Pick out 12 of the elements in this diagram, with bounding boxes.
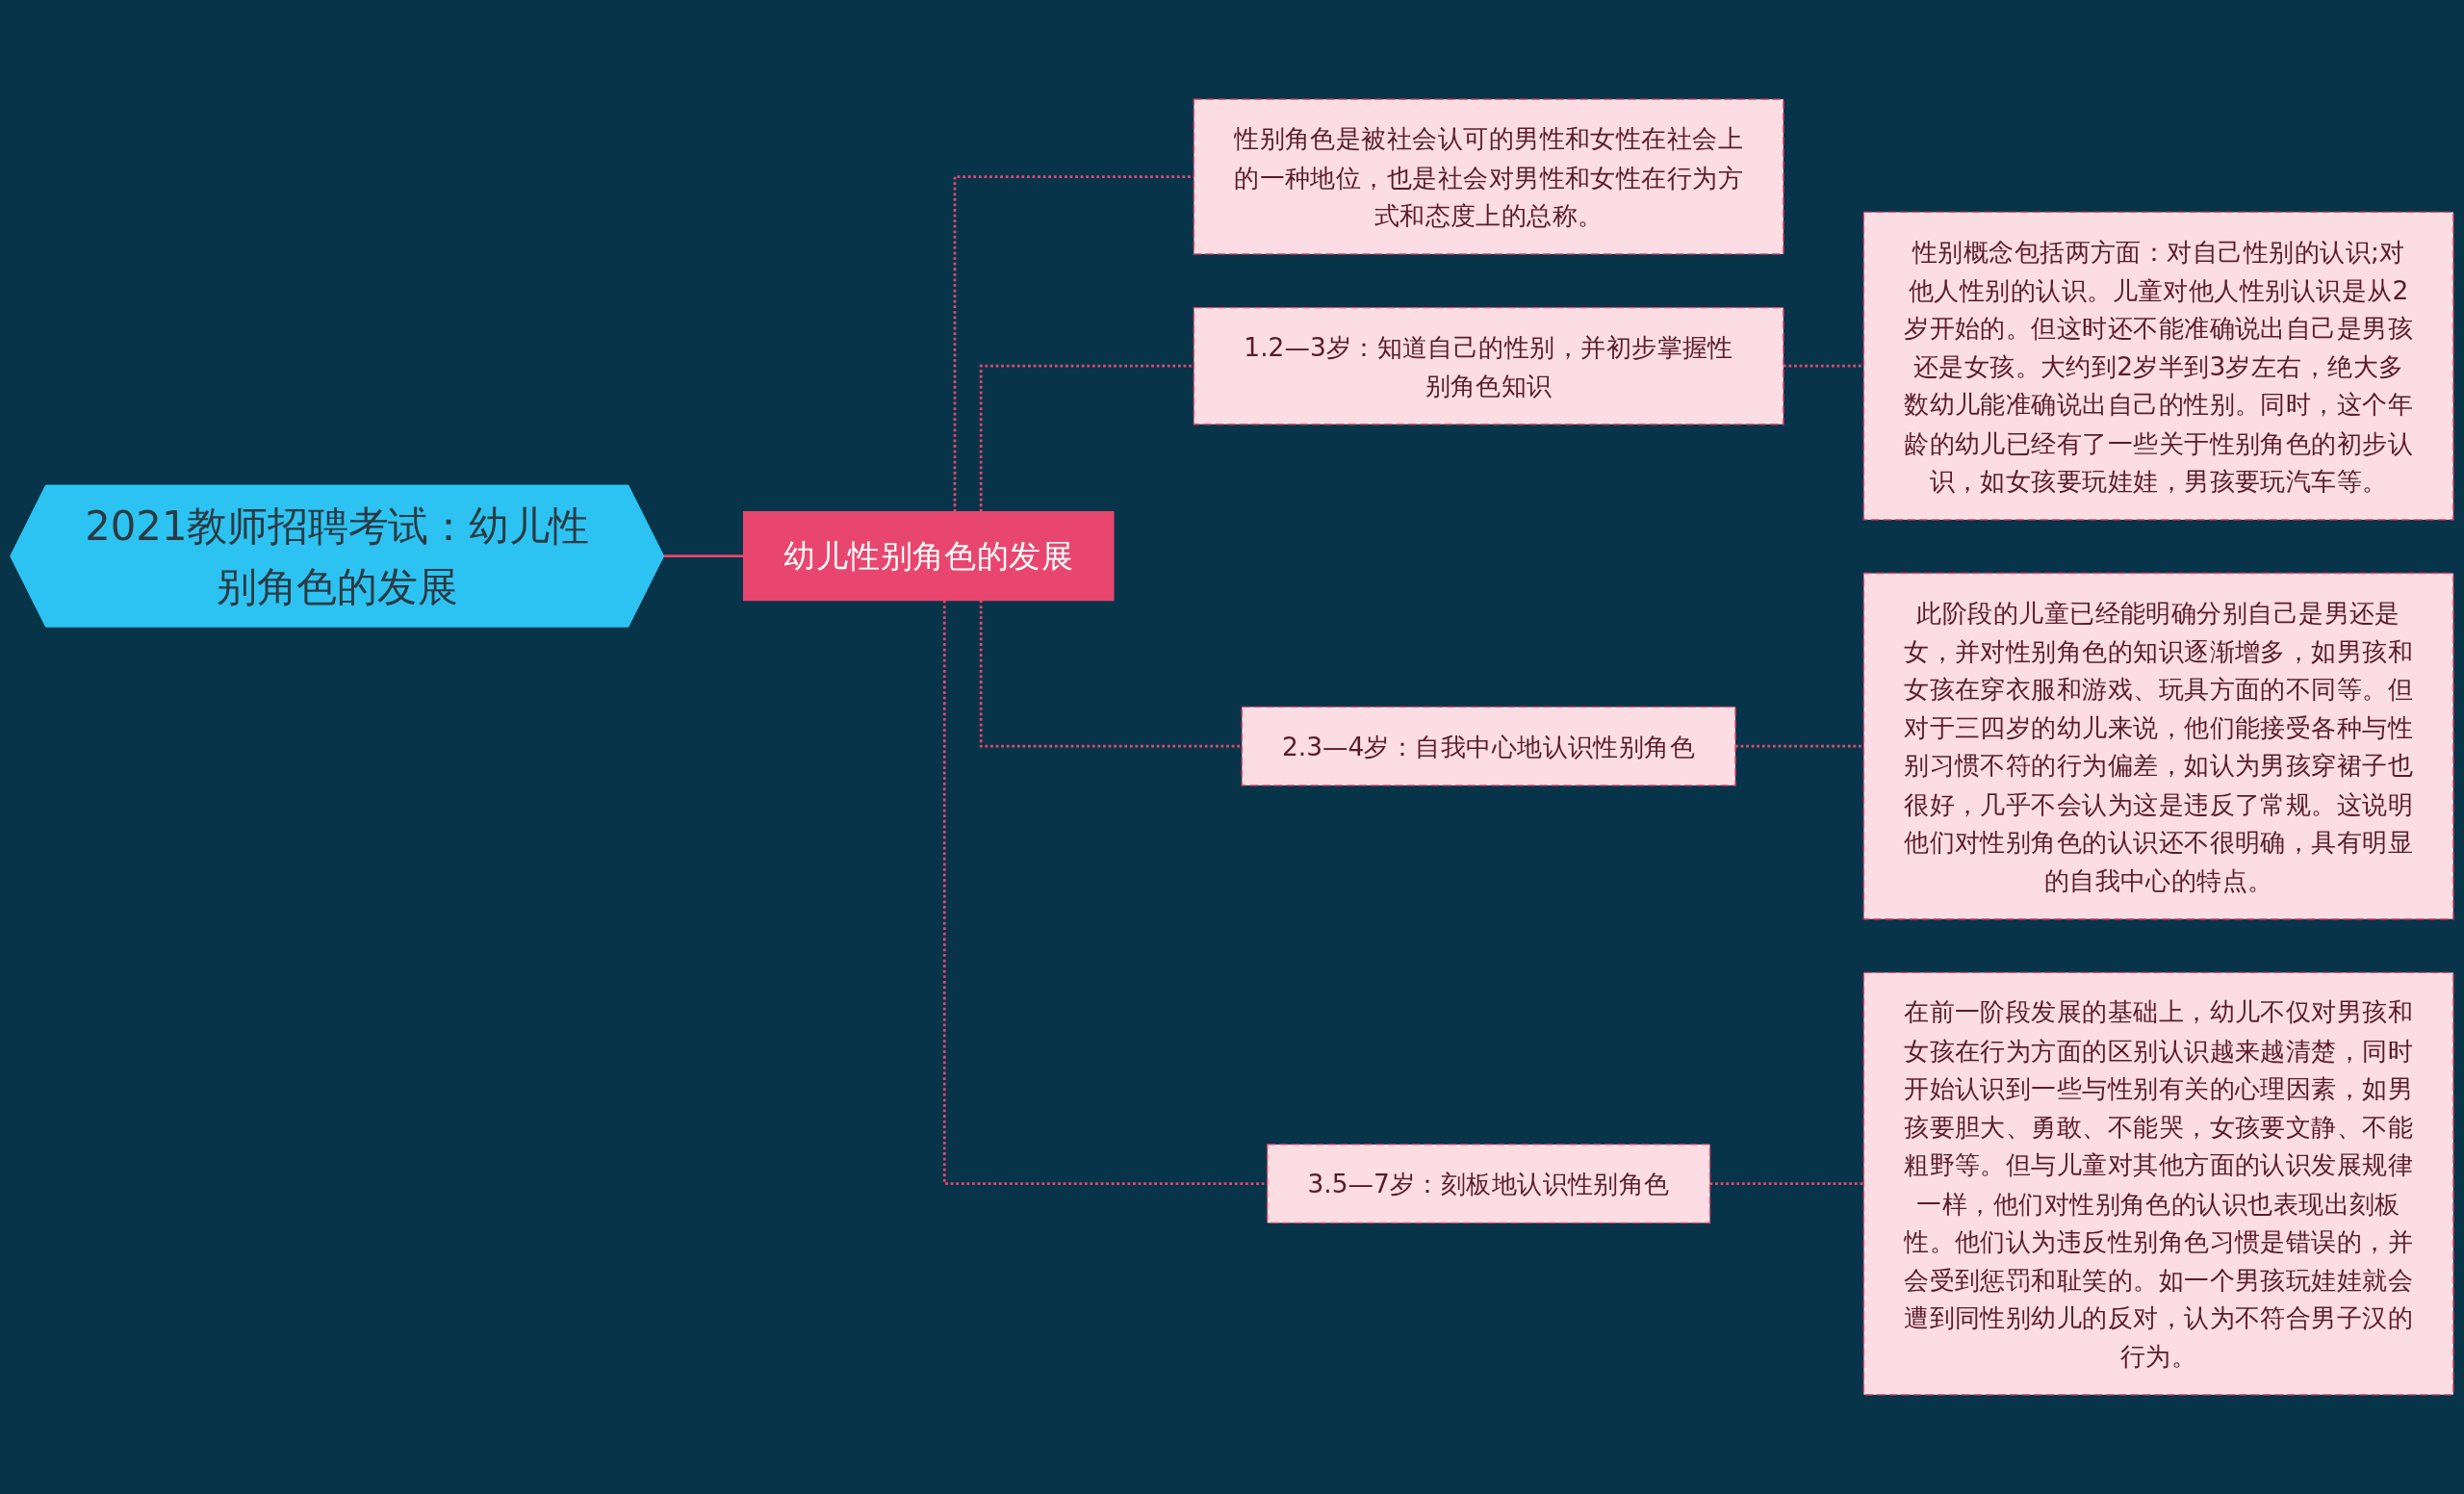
node-box: 幼儿性别角色的发展	[742, 511, 1115, 602]
node-box: 性别角色是被社会认可的男性和女性在社会上的一种地位，也是社会对男性和女性在行为方式和态度上的总称。	[1193, 98, 1784, 255]
connector	[953, 175, 1194, 512]
connector	[979, 600, 1243, 748]
node-box: 1.2—3岁：知道自己的性别，并初步掌握性别角色知识	[1193, 306, 1784, 425]
node-box: 在前一阶段发展的基础上，幼儿不仅对男孩和女孩在行为方面的区别认识越来越清楚，同时开始认识到一些与性别有关的心理因素，如男孩要胆大、勇敢、不能哭，女孩要文静、不能粗野等。但与儿童对其他方面的认识发展规律一样，他们对性别角色的认识也表现出刻板性。他们认为违反性别角色习惯是错误的，并会受到惩罚和耻笑的。如一个男孩玩娃娃就会遭到同性别幼儿的反对，认为不符合男子汉的行为。	[1862, 971, 2454, 1396]
node-box: 2.3—4岁：自我中心地认识性别角色	[1241, 706, 1736, 786]
connector	[979, 364, 1194, 512]
node-box: 性别概念包括两方面：对自己性别的认识;对他人性别的认识。儿童对他人性别认识是从2岁开始的。但这时还不能准确说出自己是男孩还是女孩。大约到2岁半到3岁左右，绝大多数幼儿能准确说出自己的性别。同时，这个年龄的幼儿已经有了一些关于性别角色的初步认识，如女孩要玩娃娃，男孩要玩汽车等。	[1862, 211, 2454, 521]
node-box: 此阶段的儿童已经能明确分别自己是男还是女，并对性别角色的知识逐渐增多，如男孩和女孩在穿衣服和游戏、玩具方面的不同等。但对于三四岁的幼儿来说，他们能接受各种与性别习惯不符的行为偏差，如认为男孩穿裙子也很好，几乎不会认为这是违反了常规。这说明他们对性别角色的认识还不很明确，具有明显的自我中心的特点。	[1862, 572, 2454, 920]
connector	[662, 554, 744, 558]
node-box: 3.5—7岁：刻板地认识性别角色	[1267, 1144, 1711, 1224]
